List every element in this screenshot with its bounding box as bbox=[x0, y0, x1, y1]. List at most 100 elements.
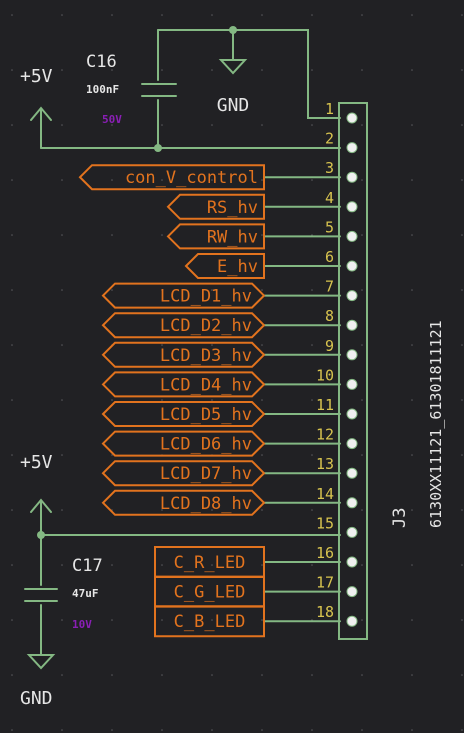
grid-dot bbox=[61, 69, 63, 71]
grid-dot bbox=[161, 69, 163, 71]
grid-dot bbox=[161, 124, 163, 126]
grid-dot bbox=[361, 289, 363, 291]
grid-dot bbox=[411, 454, 413, 456]
grid-dot bbox=[11, 509, 13, 511]
pin-number: 18 bbox=[316, 603, 334, 621]
grid-dot bbox=[311, 509, 313, 511]
grid-dot bbox=[461, 69, 463, 71]
grid-dot bbox=[461, 124, 463, 126]
grid-dot bbox=[111, 14, 113, 16]
grid-dot bbox=[411, 399, 413, 401]
grid-dot bbox=[211, 674, 213, 676]
grid-dot bbox=[211, 124, 213, 126]
c16-wire bbox=[141, 29, 177, 149]
grid-dot bbox=[211, 344, 213, 346]
pin-number: 1 bbox=[325, 100, 334, 118]
grid-dot bbox=[461, 564, 463, 566]
grid-dot bbox=[61, 564, 63, 566]
pin-9 bbox=[346, 349, 358, 361]
net-label-text: LCD_D8_hv bbox=[160, 494, 252, 514]
grid-dot bbox=[311, 564, 313, 566]
grid-dot bbox=[311, 399, 313, 401]
grid-dot bbox=[461, 619, 463, 621]
pin-number: 10 bbox=[316, 366, 334, 384]
grid-dot bbox=[411, 564, 413, 566]
grid-dot bbox=[11, 564, 13, 566]
grid-dot bbox=[211, 179, 213, 181]
pin-6 bbox=[346, 260, 358, 272]
pin-number: 5 bbox=[325, 218, 334, 236]
pin-number: 13 bbox=[316, 455, 334, 473]
grid-dot bbox=[61, 729, 63, 731]
c16-value: 100nF bbox=[86, 83, 119, 96]
net-label-text: LCD_D2_hv bbox=[160, 316, 252, 336]
grid-dot bbox=[111, 674, 113, 676]
vcc-label-bottom: +5V bbox=[20, 452, 53, 473]
pin-3 bbox=[346, 171, 358, 183]
pin-2 bbox=[346, 142, 358, 154]
bottom-power-section: +5V GND C17 47uF 10V bbox=[20, 452, 341, 709]
pin-18 bbox=[346, 615, 358, 627]
net-label-box bbox=[154, 605, 265, 638]
grid-dot bbox=[161, 179, 163, 181]
pin-11 bbox=[346, 408, 358, 420]
grid-dot bbox=[211, 289, 213, 291]
net-label-box bbox=[101, 401, 266, 427]
c17-wire bbox=[24, 534, 58, 656]
grid-dot bbox=[361, 564, 363, 566]
grid-dot bbox=[361, 234, 363, 236]
grid-dot bbox=[111, 564, 113, 566]
grid-dot bbox=[461, 729, 463, 731]
grid-dot bbox=[311, 454, 313, 456]
grid-dot bbox=[261, 234, 263, 236]
pin-16 bbox=[346, 556, 358, 568]
net-label-text: LCD_D1_hv bbox=[160, 287, 252, 307]
grid-dot bbox=[111, 729, 113, 731]
pin-number: 2 bbox=[325, 130, 334, 148]
grid-dot bbox=[111, 69, 113, 71]
grid-dot bbox=[161, 289, 163, 291]
gnd-symbol-top bbox=[218, 29, 248, 75]
grid-dot bbox=[261, 124, 263, 126]
grid-dot bbox=[261, 14, 263, 16]
pin-8 bbox=[346, 319, 358, 331]
pin-number: 12 bbox=[316, 426, 334, 444]
grid-dot bbox=[461, 344, 463, 346]
grid-dot bbox=[311, 124, 313, 126]
grid-dot bbox=[411, 509, 413, 511]
pin-7 bbox=[346, 290, 358, 302]
grid-dot bbox=[311, 289, 313, 291]
net-label-text: RW_hv bbox=[207, 227, 258, 247]
grid-dot bbox=[311, 179, 313, 181]
junction-c16 bbox=[154, 144, 162, 152]
net-label-box bbox=[101, 489, 266, 516]
grid-dot bbox=[161, 509, 163, 511]
gnd-label-top: GND bbox=[217, 95, 250, 116]
gnd-symbol-bottom bbox=[26, 654, 56, 670]
grid-dot bbox=[111, 454, 113, 456]
grid-dot bbox=[161, 564, 163, 566]
grid-dot bbox=[61, 344, 63, 346]
grid-dot bbox=[111, 179, 113, 181]
pin-number: 14 bbox=[316, 485, 334, 503]
net-label-box bbox=[101, 312, 266, 339]
grid-dot bbox=[311, 344, 313, 346]
grid-dot bbox=[411, 69, 413, 71]
grid-dot bbox=[411, 674, 413, 676]
grid-dot bbox=[161, 234, 163, 236]
grid-dot bbox=[61, 454, 63, 456]
net-label-box bbox=[166, 223, 265, 250]
pin-1 bbox=[346, 112, 358, 124]
grid-dot bbox=[111, 289, 113, 291]
grid-dot bbox=[461, 234, 463, 236]
grid-dot bbox=[211, 14, 213, 16]
pin-number: 17 bbox=[316, 574, 334, 592]
grid-dot bbox=[11, 399, 13, 401]
pin-15 bbox=[346, 526, 358, 538]
pin-number: 8 bbox=[325, 307, 334, 325]
grid-dot bbox=[161, 14, 163, 16]
grid-dot bbox=[211, 564, 213, 566]
grid-dot bbox=[11, 729, 13, 731]
pin-5 bbox=[346, 230, 358, 242]
